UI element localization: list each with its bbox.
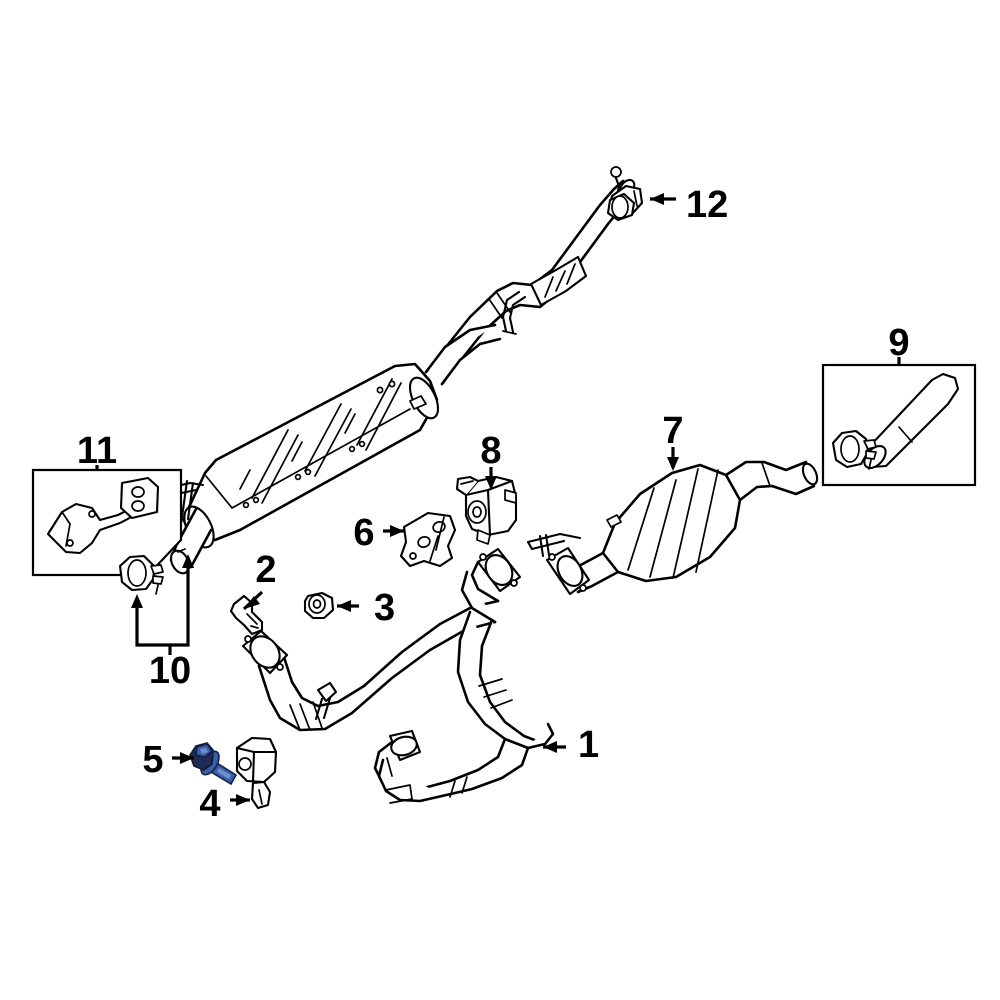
part-12-tailpipe-hanger[interactable] (606, 166, 644, 222)
callout-number-3[interactable]: 3 (374, 587, 395, 629)
part-6-hanger-bracket[interactable] (399, 511, 457, 568)
callout-number-8[interactable]: 8 (480, 430, 501, 472)
part-3-flange-nut[interactable] (303, 591, 335, 620)
part-8-exhaust-insulator[interactable] (455, 475, 518, 545)
muffler-assembly[interactable] (135, 362, 444, 576)
callout-number-6[interactable]: 6 (353, 512, 374, 554)
part-2-exhaust-stud[interactable] (229, 594, 264, 636)
callout-number-9[interactable]: 9 (888, 322, 909, 364)
inset-box-11[interactable] (31, 468, 183, 577)
callout-number-12[interactable]: 12 (686, 184, 728, 226)
callout-number-2[interactable]: 2 (255, 549, 276, 591)
callout-number-4[interactable]: 4 (199, 783, 220, 825)
tailpipe-assembly[interactable] (424, 177, 637, 386)
part-10-muffler-clamp[interactable] (118, 554, 164, 595)
callout-number-5[interactable]: 5 (142, 739, 163, 781)
y-pipe-assembly[interactable] (241, 547, 555, 804)
callout-number-1[interactable]: 1 (578, 724, 599, 766)
callout-number-11[interactable]: 11 (77, 430, 117, 472)
callout-numbers: 1 2 3 4 5 6 7 8 9 10 11 12 (77, 184, 910, 825)
inset-box-9[interactable] (821, 363, 977, 487)
part-5-mounting-bolt-highlighted[interactable] (189, 742, 238, 786)
catalytic-converter-assembly[interactable] (526, 460, 820, 596)
callout-number-10[interactable]: 10 (149, 650, 191, 692)
callout-leaders (95, 193, 901, 806)
callout-number-7[interactable]: 7 (662, 410, 683, 452)
part-4-heat-shield-bracket[interactable] (235, 736, 278, 810)
